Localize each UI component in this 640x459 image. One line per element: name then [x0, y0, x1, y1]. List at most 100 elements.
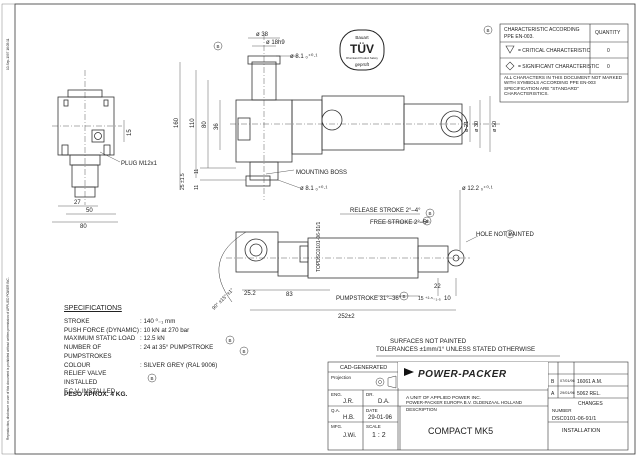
installation-label: INSTALLATION	[562, 428, 600, 434]
projection-label: Projection	[331, 375, 352, 380]
dim-83: 83	[286, 292, 293, 298]
b-mark: B	[486, 28, 489, 33]
spec-row: NUMBER OF PUMPSTROKES: 24 at 35° PUMPSTR…	[64, 344, 260, 361]
svg-text:geprüft: geprüft	[355, 62, 370, 67]
spec-key: RELIEF VALVE INSTALLED	[64, 370, 107, 386]
dim-d18h9: ø 18h9	[266, 40, 285, 46]
spec-key: STROKE	[64, 318, 90, 325]
qa-value: H.B.	[343, 415, 355, 421]
dim-36: 36	[214, 123, 220, 130]
rev-a-text: 5062 REL.	[577, 391, 601, 397]
dim-22: 22	[434, 284, 441, 290]
dim-160: 160	[174, 117, 180, 128]
power-packer-logo: POWER-PACKER	[404, 367, 544, 380]
b-mark: B	[508, 232, 511, 237]
spec-value: : 10 kN at 270 bar	[140, 326, 190, 334]
tolerances-line: TOLERANCES ±1mm/1° UNLESS STATED OTHERWI…	[376, 346, 536, 353]
dim-10: 10	[444, 296, 451, 302]
b-markers	[147, 25, 515, 383]
projection-symbol	[375, 375, 397, 389]
plug-label: PLUG M12x1	[121, 161, 158, 167]
front-view	[179, 34, 500, 200]
side-view	[218, 190, 479, 311]
dim-d50: ø 50	[492, 121, 498, 132]
top-label: TOP	[316, 261, 322, 272]
significant-qty: 0	[607, 64, 610, 70]
rev-b-letter: B	[551, 379, 555, 385]
critical-qty: 0	[607, 48, 610, 54]
eng-value: J.R.	[343, 399, 354, 405]
rev-b-text: 16061 A.M.	[577, 379, 602, 385]
scale-value: 1 : 2	[372, 432, 386, 439]
date-value: 29-01-96	[368, 415, 393, 421]
eng-label: ENG.	[331, 392, 342, 397]
dim-11-a: 11	[194, 169, 200, 174]
spec-value: : SILVER GREY (RAL 9006)	[140, 361, 218, 369]
char-note: ALL CHARACTERS IN THIS DOCUMENT NOT MARK…	[504, 75, 623, 97]
spec-value: : 140 ⁰₋₁ mm	[140, 318, 176, 325]
b-mark: B	[150, 376, 153, 381]
char-header-line2: PPE EN-003.	[504, 34, 534, 40]
spec-key: COLOUR	[64, 361, 91, 369]
surfaces-line: SURFACES NOT PAINTED	[390, 338, 467, 345]
spec-row: STROKE : 140 ⁰₋₁ mm	[64, 318, 260, 327]
spec-row: MAXIMUM STATIC LOAD : 12.5 kN	[64, 335, 260, 344]
spec-list: STROKE : 140 ⁰₋₁ mm PUSH FORCE (DYNAMIC):…	[64, 318, 260, 396]
mfg-value: J.Wi.	[343, 433, 357, 439]
svg-text:Bauart: Bauart	[355, 35, 369, 40]
b-mark: B	[402, 294, 405, 299]
weight-note: PESO APROX. 4 KG.	[64, 391, 128, 398]
spec-row: F.C.V. INSTALLED	[64, 388, 260, 397]
dim-80-bottom: 80	[80, 224, 87, 230]
dim-d21: ø 21	[464, 121, 470, 132]
dim-11-b: 11	[194, 185, 200, 190]
spec-key: PUSH FORCE (DYNAMIC)	[64, 326, 139, 334]
dim-252: 25.2	[244, 291, 256, 297]
b-mark: B	[428, 211, 431, 216]
dim-25: 25 ±1.5	[180, 173, 186, 190]
margin-note: Reproduction, disclosure or use of this …	[6, 277, 10, 440]
pumpstroke-label: PUMPSTROKE 31°–36°	[336, 296, 402, 302]
spec-key: F.C.V. INSTALLED	[64, 387, 116, 395]
dim-15: 15	[127, 129, 133, 136]
dim-d38: ø 38	[256, 32, 269, 38]
description-label: DESCRIPTION	[406, 407, 437, 412]
number-value: DSC0101-06-91/1	[552, 416, 596, 422]
dim-d122: ø 12.2 ₀⁺⁰·¹	[462, 185, 493, 192]
release-stroke-label: RELEASE STROKE 2°–4°	[350, 208, 421, 214]
tuv-stamp: Bauart TÜV Rheinland Product Safety gepr…	[339, 29, 385, 71]
qa-label: Q.A.	[331, 408, 340, 413]
spec-value	[140, 370, 260, 387]
scale-label: SCALE	[366, 424, 381, 429]
spec-value: : 12.5 kN	[140, 335, 165, 343]
surface-note: SURFACES NOT PAINTED TOLERANCES ±1mm/1° …	[376, 338, 535, 354]
free-stroke-label: FREE STROKE 2°–5°	[370, 220, 429, 226]
company-line2: POWER-PACKER EUROPA B.V. OLDENZAAL HOLLA…	[406, 400, 523, 405]
side-stamp: 10-Sep-1997 16:05:11	[6, 38, 10, 70]
rev-a-date: 29/01/96	[560, 391, 575, 395]
characteristic-table	[499, 23, 629, 103]
dim-50: 50	[86, 208, 93, 214]
b-mark: B	[228, 338, 231, 343]
spec-row: PUSH FORCE (DYNAMIC): 10 kN at 270 bar	[64, 327, 260, 336]
spec-row: RELIEF VALVE INSTALLED	[64, 370, 260, 387]
spec-key: MAXIMUM STATIC LOAD	[64, 335, 136, 343]
b-mark: B	[242, 349, 245, 354]
end-view	[52, 70, 125, 223]
hole-label: HOLE NOT PAINTED	[476, 232, 534, 238]
b-mark: B	[216, 44, 219, 49]
changes-label: CHANGES	[578, 401, 603, 407]
date-label: DATE	[366, 408, 378, 413]
dim-d30: ø 30	[474, 121, 480, 132]
svg-text:Rheinland Product Safety: Rheinland Product Safety	[346, 56, 378, 60]
dr-label: DR.	[366, 392, 374, 397]
company-line1: A UNIT OF APPLIED POWER INC.	[406, 395, 481, 401]
spec-value: : 24 at 35° PUMPSTROKE	[140, 344, 214, 352]
dim-d81-bottom: ø 8.1 ₀⁺⁰·¹	[300, 185, 327, 192]
mfg-label: MFG.	[331, 424, 342, 429]
dim-80: 80	[202, 121, 208, 128]
spec-row: COLOUR : SILVER GREY (RAL 9006)	[64, 362, 260, 371]
dim-angle: 90° ±15° ±1°	[211, 287, 235, 311]
dim-27: 27	[74, 200, 81, 206]
critical-label: = CRITICAL CHARACTERISTIC	[518, 48, 591, 54]
